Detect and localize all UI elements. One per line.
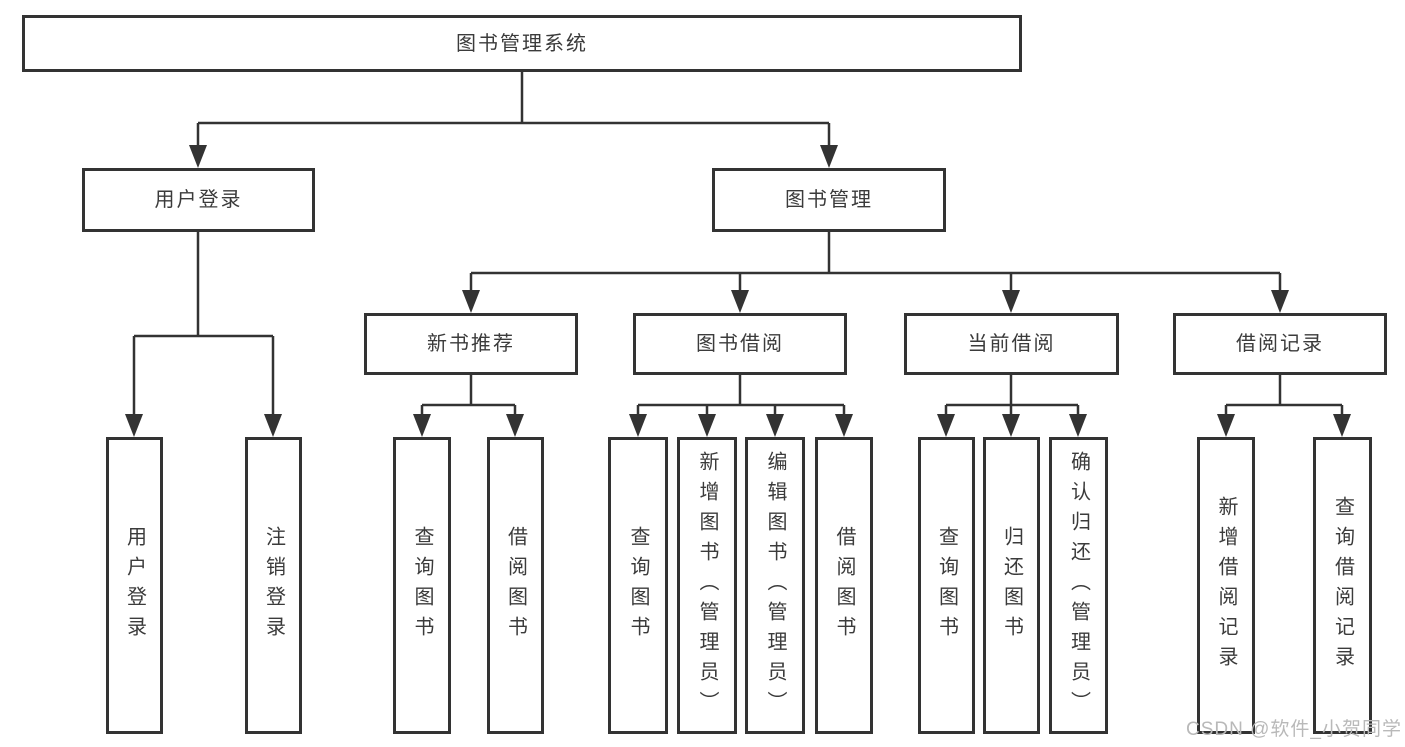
leaf-current-confirm-return: 确认归还（管理员） (1049, 437, 1108, 734)
leaf-newrec-borrow-books: 借阅图书 (487, 437, 544, 734)
node-new-book-recommend: 新书推荐 (364, 313, 578, 375)
leaf-user-login: 用户登录 (106, 437, 163, 734)
arrowheads (125, 145, 1351, 437)
leaf-logout: 注销登录 (245, 437, 302, 734)
leaf-borrowing-borrow-books-label: 借阅图书 (833, 525, 855, 646)
node-root: 图书管理系统 (22, 15, 1022, 72)
leaf-newrec-query-books-label: 查询图书 (411, 525, 433, 646)
leaf-borrowing-query-books-label: 查询图书 (627, 525, 649, 646)
node-book-borrowing-label: 图书借阅 (696, 333, 784, 355)
leaf-records-query-record-label: 查询借阅记录 (1331, 495, 1354, 676)
leaf-borrowing-query-books: 查询图书 (608, 437, 668, 734)
leaf-borrowing-edit-books-label: 编辑图书（管理员） (764, 450, 786, 721)
leaf-current-return-books: 归还图书 (983, 437, 1040, 734)
leaf-current-query-books-label: 查询图书 (935, 525, 958, 646)
leaf-borrowing-add-books-label: 新增图书（管理员） (696, 450, 718, 721)
leaf-newrec-borrow-books-label: 借阅图书 (504, 525, 527, 646)
leaf-user-login-label: 用户登录 (123, 525, 146, 646)
node-new-book-recommend-label: 新书推荐 (427, 333, 515, 355)
leaf-records-add-record-label: 新增借阅记录 (1215, 495, 1237, 676)
leaf-logout-label: 注销登录 (262, 525, 285, 646)
csdn-watermark: CSDN @软件_小贺同学 (1186, 719, 1402, 740)
leaf-borrowing-borrow-books: 借阅图书 (815, 437, 873, 734)
node-user-login-label: 用户登录 (154, 189, 243, 211)
leaf-current-confirm-return-label: 确认归还（管理员） (1067, 450, 1090, 721)
node-user-login: 用户登录 (82, 168, 315, 232)
leaf-records-add-record: 新增借阅记录 (1197, 437, 1255, 734)
node-borrowing-records-label: 借阅记录 (1236, 333, 1324, 355)
leaf-records-query-record: 查询借阅记录 (1313, 437, 1372, 734)
node-book-borrowing: 图书借阅 (633, 313, 847, 375)
node-book-management: 图书管理 (712, 168, 946, 232)
leaf-borrowing-add-books: 新增图书（管理员） (677, 437, 737, 734)
node-book-management-label: 图书管理 (785, 189, 873, 211)
node-current-borrowing: 当前借阅 (904, 313, 1119, 375)
node-current-borrowing-label: 当前借阅 (967, 333, 1056, 355)
leaf-current-return-books-label: 归还图书 (1000, 525, 1023, 646)
leaf-borrowing-edit-books: 编辑图书（管理员） (745, 437, 805, 734)
leaf-newrec-query-books: 查询图书 (393, 437, 451, 734)
node-root-label: 图书管理系统 (456, 32, 588, 55)
leaf-current-query-books: 查询图书 (918, 437, 975, 734)
node-borrowing-records: 借阅记录 (1173, 313, 1387, 375)
